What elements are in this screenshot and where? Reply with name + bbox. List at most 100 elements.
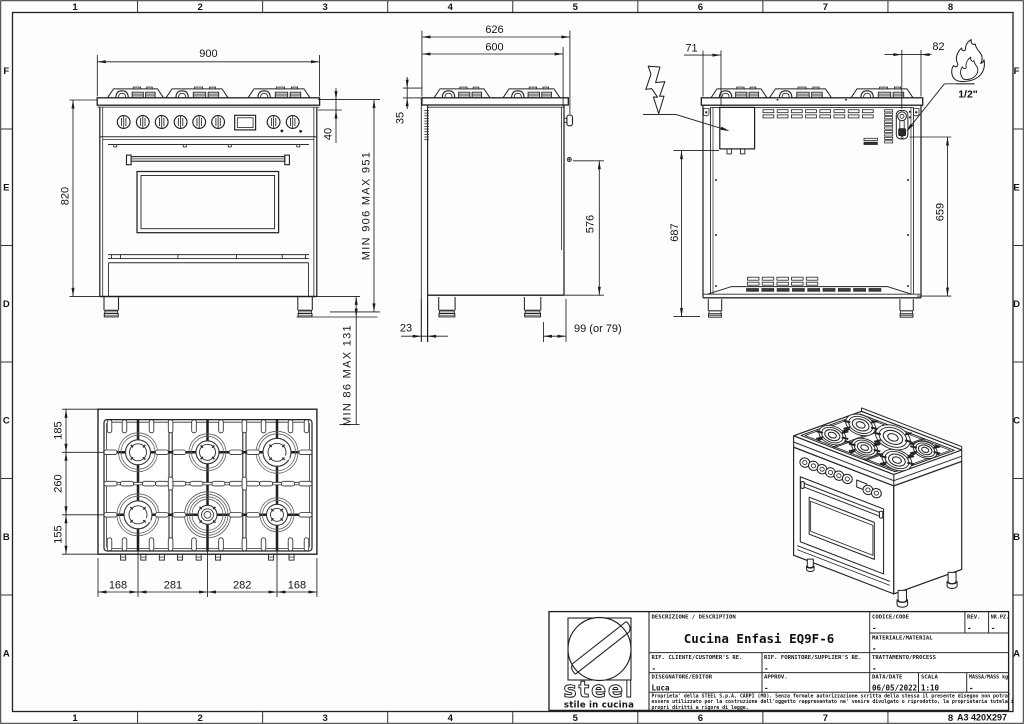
- tb-code-label: CODICE/CODE: [872, 615, 909, 621]
- dim-front-feet: MIN 86 MAX 131: [342, 324, 354, 426]
- grid-col-bottom-5: 5: [573, 713, 579, 724]
- control-knob: [266, 115, 281, 129]
- grate-silhouette: [850, 86, 914, 99]
- dim-top-d2: 260: [53, 474, 65, 492]
- front-view: [96, 86, 321, 318]
- grid-col-bottom-7: 7: [823, 713, 828, 724]
- dim-top-d3: 155: [53, 525, 65, 543]
- tb-notice-line2: essere utilizzato per la costruzione del…: [652, 699, 1014, 705]
- control-knob: [173, 115, 188, 129]
- grid-row-left-A: A: [3, 648, 10, 659]
- dim-back-gas-y: 659: [935, 203, 947, 221]
- grid-col-bottom-4: 4: [448, 713, 454, 724]
- dim-side-total: 626: [485, 24, 503, 36]
- tb-scale-value: 1:10: [921, 684, 940, 693]
- control-knob: [285, 115, 300, 129]
- logo-tagline: stile in cucina: [564, 701, 634, 711]
- dim-top-w4: 168: [288, 580, 306, 592]
- grid-row-right-F: F: [1014, 66, 1020, 77]
- tb-code-value: -: [872, 624, 877, 633]
- tb-approv-label: APPROV.: [764, 675, 788, 681]
- adjustable-foot: [103, 297, 120, 318]
- sheet-format-code: A3 420X297: [957, 713, 1007, 723]
- dim-back-gas-x: 82: [932, 41, 944, 53]
- dim-back-elec-x: 71: [685, 43, 697, 55]
- adjustable-foot: [523, 297, 542, 318]
- grate-silhouette: [502, 86, 561, 99]
- dim-top-w3: 282: [233, 580, 251, 592]
- tb-description-value: Cucina Enfasi EQ9F-6: [684, 631, 835, 646]
- grid-col-top-6: 6: [698, 2, 703, 13]
- dim-top-w1: 168: [109, 580, 127, 592]
- dim-top-d1: 185: [53, 421, 65, 439]
- tb-mass-value: -: [969, 684, 974, 693]
- control-knob: [135, 115, 150, 129]
- adjustable-foot: [297, 297, 313, 318]
- top-view: [97, 408, 318, 561]
- dim-side-grate: 35: [395, 112, 407, 124]
- dim-front-top: 40: [323, 128, 335, 140]
- dim-side-handle: 576: [585, 215, 597, 233]
- grid-row-left-D: D: [3, 299, 10, 310]
- grate-silhouette: [769, 86, 832, 99]
- control-knob: [192, 115, 207, 129]
- tb-description-label: DESCRIZIONE / DESCRIPTION: [652, 615, 737, 621]
- tb-process-label: TRATTAMENTO/PROCESS: [872, 655, 937, 661]
- grid-col-top-1: 1: [72, 2, 78, 13]
- grid-col-top-3: 3: [323, 2, 328, 13]
- tb-supplier-value: -: [764, 664, 769, 673]
- back-view: [643, 39, 985, 318]
- dim-front-width: 900: [199, 48, 217, 60]
- title-block: [548, 610, 1010, 712]
- grid-row-left-E: E: [3, 182, 9, 193]
- grid-col-top-2: 2: [197, 2, 202, 13]
- logo-wordmark: steel: [564, 678, 635, 703]
- grid-col-bottom-1: 1: [72, 713, 78, 724]
- electric-bolt-icon: [645, 65, 666, 115]
- grid-col-top-4: 4: [448, 2, 454, 13]
- tb-supplier-label: RIF. FORNITORE/SUPPLIER'S RE.: [764, 655, 862, 661]
- dim-front-height: 820: [60, 187, 72, 205]
- grid-row-right-E: E: [1013, 182, 1019, 193]
- grid-row-right-B: B: [1013, 532, 1020, 543]
- display-window: [234, 114, 257, 131]
- grid-row-right-C: C: [1013, 415, 1020, 426]
- grate-silhouette: [247, 86, 311, 99]
- grid-col-bottom-2: 2: [197, 713, 202, 724]
- dim-side-foot: 99 (or 79): [574, 323, 622, 335]
- gas-thread-label: 1/2": [958, 89, 978, 101]
- grid-row-left-C: C: [3, 415, 10, 426]
- grid-col-bottom-6: 6: [698, 713, 703, 724]
- tb-rev-label: REV.: [967, 615, 980, 621]
- grid-col-top-5: 5: [573, 2, 579, 13]
- grid-row-right-D: D: [1013, 299, 1020, 310]
- dim-side-depth: 600: [485, 42, 503, 54]
- tb-material-value: -: [872, 644, 877, 653]
- junction-box: [719, 106, 756, 150]
- side-view: [420, 86, 574, 342]
- tb-notice-line3: propri diritti a rigore di legge.: [652, 705, 749, 711]
- tb-mass-label: MASSA/MASS kg: [969, 675, 1008, 681]
- grate-silhouette: [165, 86, 229, 99]
- grid-col-top-8: 8: [948, 2, 953, 13]
- dim-top-w2: 281: [164, 580, 182, 592]
- tb-customer-label: RIF. CLIENTE/CUSTOMER'S RE.: [652, 655, 743, 661]
- grid-row-left-B: B: [3, 532, 10, 543]
- isometric-view: [793, 407, 963, 608]
- dim-front-total: MIN 906 MAX 951: [361, 151, 373, 260]
- grid-col-bottom-8: 8: [948, 713, 953, 724]
- control-knob: [154, 115, 169, 129]
- tb-notice-line1: Proprieta' della STEEL S.p.A. CARPI (MO)…: [652, 694, 1011, 700]
- adjustable-foot: [438, 297, 456, 318]
- tb-process-value: -: [872, 664, 877, 673]
- tb-date-value: 06/05/2022: [872, 684, 917, 693]
- control-knob: [116, 115, 131, 129]
- dim-back-elec-y: 687: [669, 223, 681, 241]
- tb-scale-label: SCALA: [921, 675, 938, 681]
- control-knob: [211, 115, 226, 129]
- tb-editor-label: DISEGNATORE/EDITOR: [652, 675, 713, 681]
- tb-editor-value: Luca: [652, 684, 671, 693]
